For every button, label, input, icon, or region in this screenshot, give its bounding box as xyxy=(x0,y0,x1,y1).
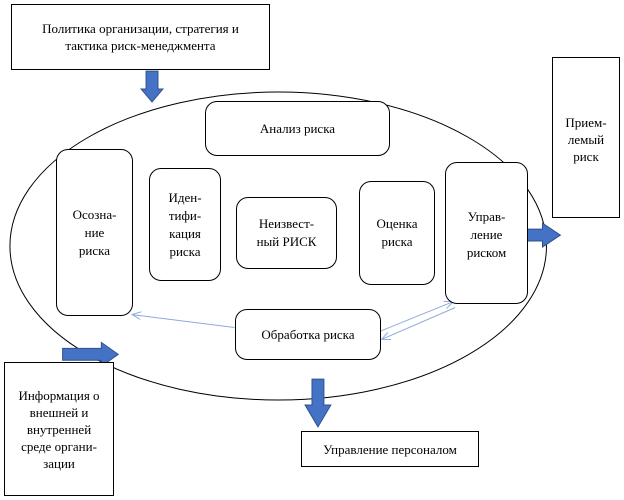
info-box: Информация о внешней и внутренней среде … xyxy=(4,362,114,496)
assessment-box: Оценка риска xyxy=(359,181,435,285)
info-right-arrow xyxy=(62,341,120,368)
unknown-risk-box: Неизвест- ный РИСК xyxy=(236,197,337,269)
acceptable-risk-box: Прием- лемый риск xyxy=(552,57,620,218)
management-box: Управ- ление риском xyxy=(445,162,528,304)
personnel-down-arrow xyxy=(304,378,332,428)
acceptable-right-arrow xyxy=(525,222,562,248)
treatment-to-management-arrow xyxy=(379,302,454,332)
identification-box: Иден- тифи- кация риска xyxy=(149,168,221,281)
treatment-to-awareness-arrow xyxy=(132,315,235,328)
policy-box: Политика организации, стратегия и тактик… xyxy=(11,4,270,70)
treatment-box: Обработка риска xyxy=(235,309,381,360)
awareness-box: Осозна- ние риска xyxy=(56,149,133,316)
policy-down-arrow xyxy=(140,70,165,103)
analysis-box: Анализ риска xyxy=(205,101,390,156)
management-to-treatment-arrow xyxy=(382,307,456,340)
personnel-box: Управление персоналом xyxy=(301,431,479,467)
